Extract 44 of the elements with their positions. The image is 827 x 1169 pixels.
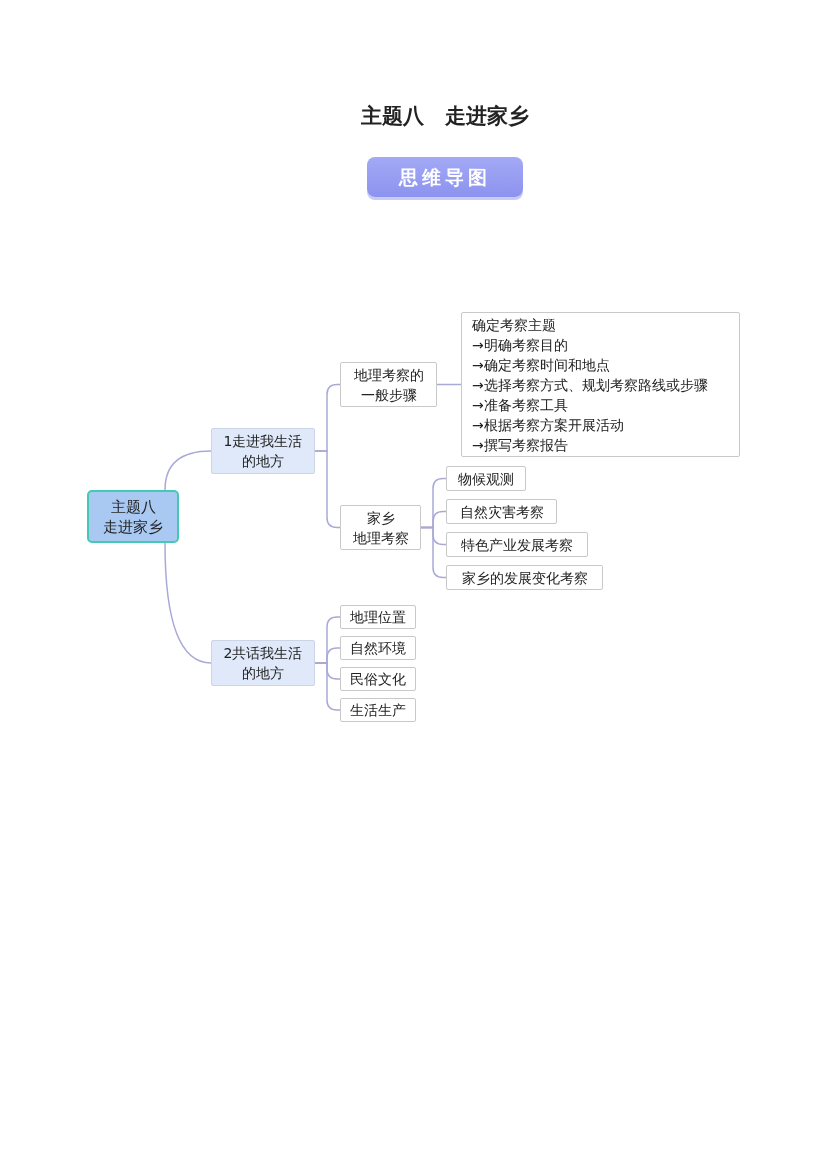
branch-box [211,640,315,686]
topic-text: 2共话我生活的地方 [222,644,304,683]
connector-line [164,542,212,664]
topic-text: 家乡 [366,508,395,528]
section-badge: 思维导图 [367,157,523,197]
steps-box [461,312,740,457]
topic-box [340,362,437,407]
step-text: →准备考察工具 [472,395,568,415]
topic-box [340,605,416,629]
step-text: →确定考察时间和地点 [472,355,610,375]
connector-line [164,450,212,491]
topic-text: 物候观测 [458,469,514,489]
connector-line [314,450,341,529]
topic-box [340,505,421,550]
connector-line [314,662,341,711]
topic-text: 1走进我生活的地方 [222,432,304,471]
topic-text: 地理考察的一般步骤 [352,365,425,405]
topic-text: 民俗文化 [350,670,406,689]
topic-box [446,499,557,524]
topic-box [340,636,416,660]
topic-box [446,565,603,590]
page-title: 主题八 走进家乡 [360,103,530,130]
topic-text: 走进家乡 [103,516,163,537]
topic-text: 地理位置 [350,608,406,627]
topic-box [446,466,526,491]
topic-box [446,532,588,557]
topic-text: 特色产业发展考察 [461,535,573,555]
step-text: →根据考察方案开展活动 [472,415,624,435]
step-text: →选择考察方式、规划考察路线或步骤 [472,375,708,395]
branch-box [211,428,315,474]
topic-text: 自然环境 [350,639,406,658]
step-text: →撰写考察报告 [472,435,568,455]
step-text: 确定考察主题 [472,315,556,335]
step-text: →明确考察目的 [472,335,568,355]
topic-text: 主题八 [110,496,156,517]
topic-box [340,698,416,722]
topic-text: 生活生产 [350,701,406,720]
topic-text: 家乡的发展变化考察 [461,568,588,588]
connector-line [436,383,462,386]
topic-text: 自然灾害考察 [459,502,544,522]
connector-line [420,526,447,579]
central-topic-box [87,490,179,543]
topic-box [340,667,416,691]
topic-text: 地理考察 [352,528,409,548]
